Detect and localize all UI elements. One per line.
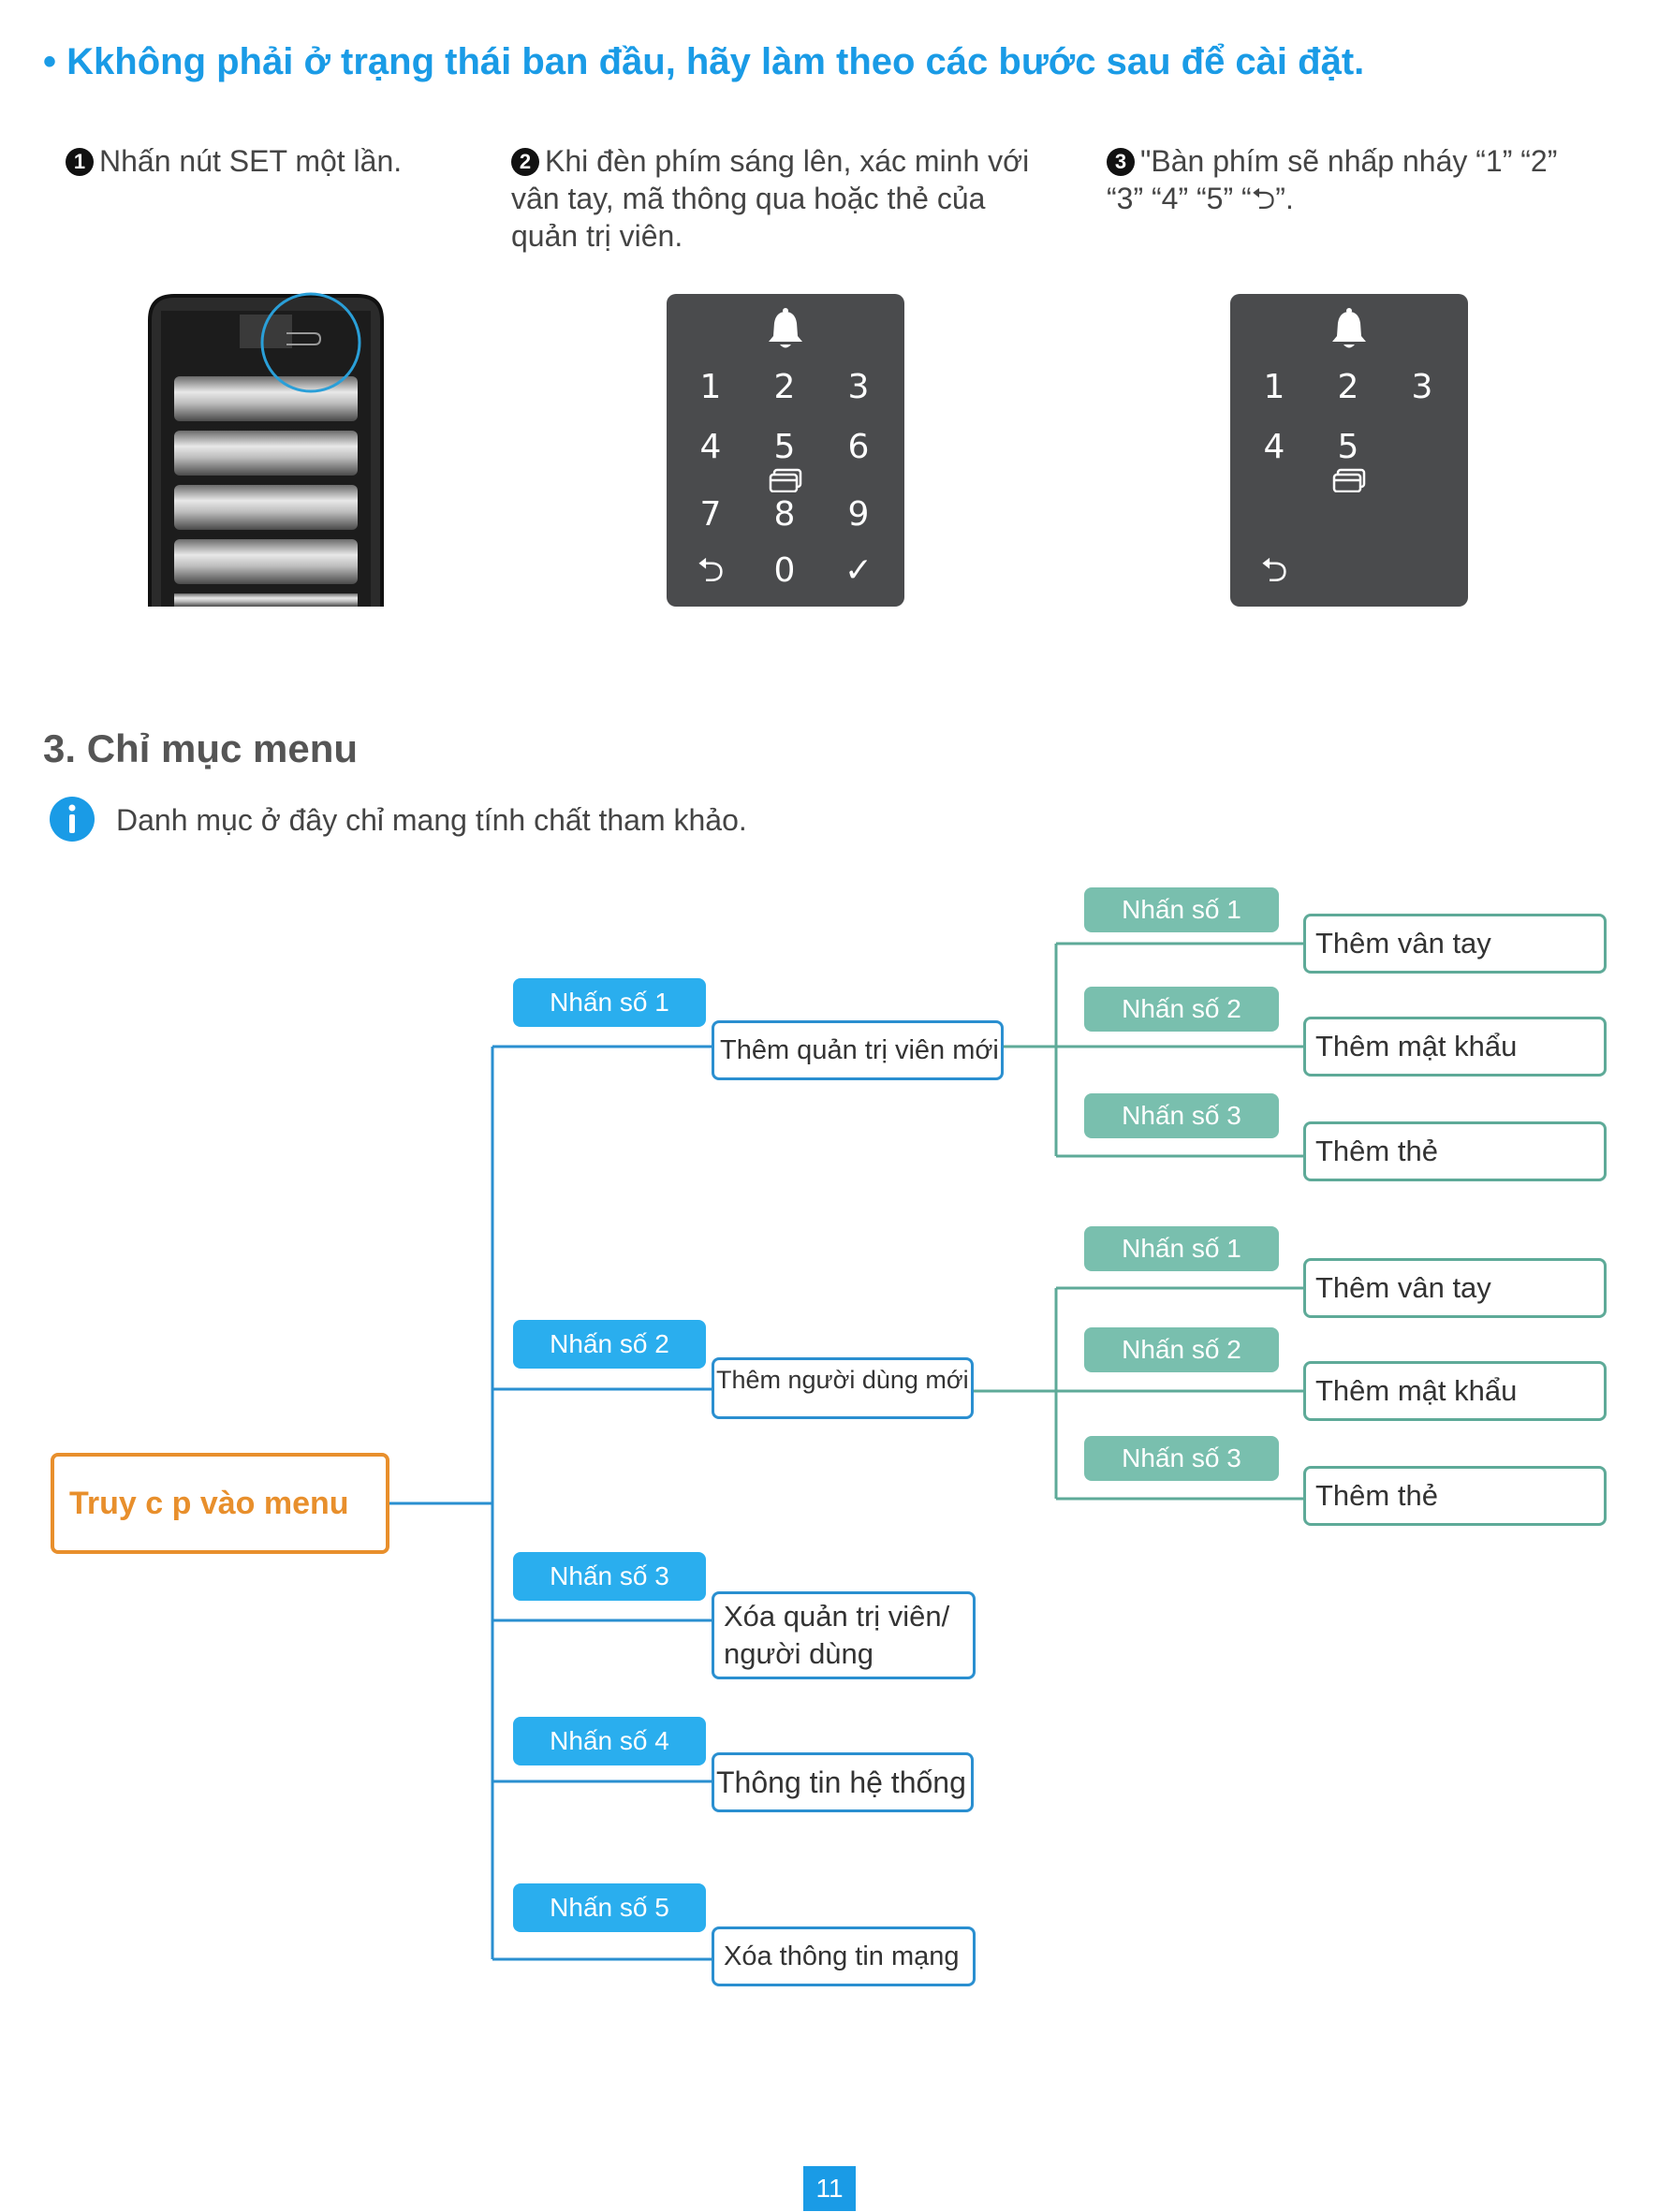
battery-compartment-illustration [148, 292, 384, 607]
add-user-box: Thêm người dùng mới [712, 1357, 974, 1419]
step-3: 3"Bàn phím sẽ nhấp nháy “1” “2” “3” “4” … [1107, 142, 1593, 217]
key-4: 4 [1263, 428, 1285, 466]
system-info-box: Thông tin hệ thống [712, 1752, 974, 1812]
key-2: 2 [773, 368, 796, 406]
keypad-blinking: 1 2 3 4 5 ⮌ [1230, 294, 1468, 607]
bell-icon [769, 308, 802, 348]
admin-add-password-box: Thêm mật khẩu [1303, 1017, 1607, 1077]
page-number: 11 [803, 2166, 856, 2211]
delete-admin-user-box: Xóa quản trị viên/ người dùng [712, 1591, 976, 1679]
key-4: 4 [699, 428, 722, 466]
clear-network-box: Xóa thông tin mạng [712, 1926, 976, 1986]
user-add-password-box: Thêm mật khẩu [1303, 1361, 1607, 1421]
heading-text: Kkhông phải ở trạng thái ban đầu, hãy là… [66, 41, 1365, 82]
key-1: 1 [699, 368, 722, 406]
key-5: 5 [773, 428, 796, 466]
key-1: 1 [1263, 368, 1285, 406]
key-2: 2 [1337, 368, 1359, 406]
section-heading: • Kkhông phải ở trạng thái ban đầu, hãy … [43, 41, 1364, 83]
user-press-1-label: Nhấn số 1 [1084, 1226, 1279, 1271]
step-number: 3 [1107, 148, 1135, 176]
admin-add-fingerprint-box: Thêm vân tay [1303, 914, 1607, 974]
press-2-label: Nhấn số 2 [513, 1320, 706, 1369]
key-5: 5 [1337, 428, 1359, 466]
key-back: ⮌ [1260, 551, 1288, 590]
user-press-2-label: Nhấn số 2 [1084, 1327, 1279, 1372]
keypad-full: 1 2 3 4 5 6 7 8 9 ⮌ 0 ✓ [667, 294, 904, 607]
key-3: 3 [847, 368, 870, 406]
step-text: Nhấn nút SET một lần. [99, 144, 403, 178]
press-4-label: Nhấn số 4 [513, 1717, 706, 1765]
key-back: ⮌ [697, 551, 725, 590]
press-5-label: Nhấn số 5 [513, 1883, 706, 1932]
key-0: 0 [773, 551, 796, 590]
press-3-label: Nhấn số 3 [513, 1552, 706, 1601]
set-button-highlight [260, 292, 361, 393]
step-number: 2 [511, 148, 539, 176]
admin-press-1-label: Nhấn số 1 [1084, 887, 1279, 932]
key-7: 7 [699, 495, 722, 534]
section-title: 3. Chỉ mục menu [43, 726, 359, 770]
root-menu-access: Truy c p vào menu [51, 1453, 389, 1554]
step-number: 1 [66, 148, 94, 176]
key-6: 6 [847, 428, 870, 466]
key-3: 3 [1411, 368, 1433, 406]
info-icon [50, 797, 95, 842]
bell-icon [1332, 308, 1366, 348]
key-9: 9 [847, 495, 870, 534]
key-confirm: ✓ [844, 551, 874, 590]
step-text: "Bàn phím sẽ nhấp nháy “1” “2” “3” “4” “… [1107, 144, 1558, 215]
press-1-label: Nhấn số 1 [513, 978, 706, 1027]
add-admin-box: Thêm quản trị viên mới [712, 1020, 1004, 1080]
card-icon [1332, 468, 1366, 492]
admin-add-card-box: Thêm thẻ [1303, 1121, 1607, 1181]
user-add-card-box: Thêm thẻ [1303, 1466, 1607, 1526]
key-8: 8 [773, 495, 796, 534]
user-add-fingerprint-box: Thêm vân tay [1303, 1258, 1607, 1318]
card-icon [769, 468, 802, 492]
heading-bullet: • [43, 41, 57, 82]
user-press-3-label: Nhấn số 3 [1084, 1436, 1279, 1481]
admin-press-3-label: Nhấn số 3 [1084, 1093, 1279, 1138]
admin-press-2-label: Nhấn số 2 [1084, 987, 1279, 1032]
step-text: Khi đèn phím sáng lên, xác minh với vân … [511, 144, 1030, 253]
info-note: Danh mục ở đây chỉ mang tính chất tham k… [116, 803, 747, 837]
